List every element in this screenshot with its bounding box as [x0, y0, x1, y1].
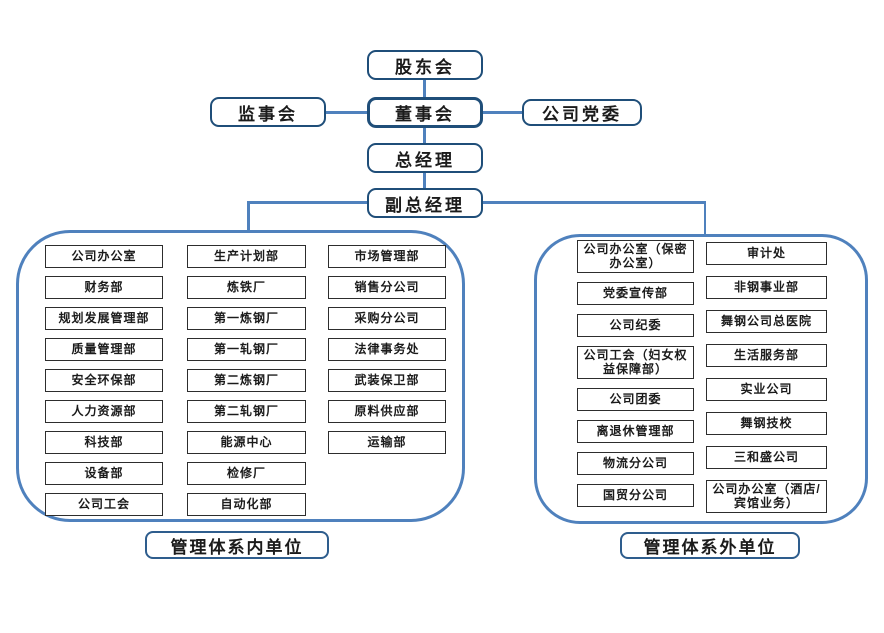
dept-no2-steelmaking-plant: 第二炼钢厂 — [187, 369, 306, 392]
dept-production-planning: 生产计划部 — [187, 245, 306, 268]
dept-international-trade-branch: 国贸分公司 — [577, 483, 694, 507]
dept-discipline-committee: 公司纪委 — [577, 313, 694, 337]
dept-logistics-branch: 物流分公司 — [577, 451, 694, 475]
dept-youth-league: 公司团委 — [577, 387, 694, 411]
dept-company-office-hotel: 公司办公室（酒店/宾馆业务） — [706, 480, 827, 513]
dept-armed-security: 武装保卫部 — [328, 369, 446, 392]
dept-industrial-company: 实业公司 — [706, 378, 827, 401]
left-group-column-1: 公司办公室 财务部 规划发展管理部 质量管理部 安全环保部 人力资源部 科技部 … — [45, 245, 163, 516]
dept-equipment: 设备部 — [45, 462, 163, 485]
dept-procurement-branch: 采购分公司 — [328, 307, 446, 330]
dept-market-management: 市场管理部 — [328, 245, 446, 268]
node-shareholders: 股东会 — [367, 50, 483, 80]
node-supervisory-board: 监事会 — [210, 97, 326, 127]
connector-dgm-leftgroup-h — [247, 201, 367, 204]
connector-board-gm — [423, 128, 426, 143]
dept-finance: 财务部 — [45, 276, 163, 299]
dept-legal-affairs: 法律事务处 — [328, 338, 446, 361]
dept-general-hospital: 舞钢公司总医院 — [706, 310, 827, 333]
left-group-column-3: 市场管理部 销售分公司 采购分公司 法律事务处 武装保卫部 原料供应部 运输部 — [328, 245, 446, 454]
node-board-of-directors: 董事会 — [367, 97, 483, 128]
dept-sanhesheng-company: 三和盛公司 — [706, 446, 827, 469]
node-general-manager: 总经理 — [367, 143, 483, 173]
connector-board-party — [483, 111, 522, 114]
dept-energy-center: 能源中心 — [187, 431, 306, 454]
node-party-committee: 公司党委 — [522, 99, 642, 126]
dept-party-propaganda: 党委宣传部 — [577, 281, 694, 305]
connector-dgm-rightgroup-h — [483, 201, 706, 204]
dept-human-resources: 人力资源部 — [45, 400, 163, 423]
dept-quality-management: 质量管理部 — [45, 338, 163, 361]
dept-no2-rolling-plant: 第二轧钢厂 — [187, 400, 306, 423]
left-group-label: 管理体系内单位 — [145, 531, 329, 559]
dept-technical-school: 舞钢技校 — [706, 412, 827, 435]
dept-ironmaking-plant: 炼铁厂 — [187, 276, 306, 299]
dept-non-steel-business: 非钢事业部 — [706, 276, 827, 299]
dept-science-technology: 科技部 — [45, 431, 163, 454]
connector-dgm-rightgroup-v — [703, 201, 706, 235]
dept-no1-rolling-plant: 第一轧钢厂 — [187, 338, 306, 361]
dept-life-services: 生活服务部 — [706, 344, 827, 367]
dept-company-office: 公司办公室 — [45, 245, 163, 268]
dept-maintenance-plant: 检修厂 — [187, 462, 306, 485]
dept-sales-branch: 销售分公司 — [328, 276, 446, 299]
right-group-column-1: 公司办公室（保密办公室） 党委宣传部 公司纪委 公司工会（妇女权益保障部） 公司… — [577, 240, 694, 507]
connector-shareholders-board — [423, 80, 426, 97]
dept-audit-office: 审计处 — [706, 242, 827, 265]
dept-safety-environment: 安全环保部 — [45, 369, 163, 392]
connector-gm-dgm — [423, 173, 426, 188]
node-deputy-general-manager: 副总经理 — [367, 188, 483, 218]
right-group-label: 管理体系外单位 — [620, 532, 800, 559]
dept-labor-union: 公司工会 — [45, 493, 163, 516]
dept-automation: 自动化部 — [187, 493, 306, 516]
dept-company-office-confidential: 公司办公室（保密办公室） — [577, 240, 694, 273]
dept-no1-steelmaking-plant: 第一炼钢厂 — [187, 307, 306, 330]
right-group-column-2: 审计处 非钢事业部 舞钢公司总医院 生活服务部 实业公司 舞钢技校 三和盛公司 … — [706, 242, 827, 513]
dept-planning-development: 规划发展管理部 — [45, 307, 163, 330]
dept-transportation: 运输部 — [328, 431, 446, 454]
connector-dgm-leftgroup-v — [247, 201, 250, 231]
dept-union-womens-rights: 公司工会（妇女权益保障部） — [577, 345, 694, 379]
dept-raw-material-supply: 原料供应部 — [328, 400, 446, 423]
connector-supervisory-board — [326, 111, 367, 114]
left-group-column-2: 生产计划部 炼铁厂 第一炼钢厂 第一轧钢厂 第二炼钢厂 第二轧钢厂 能源中心 检… — [187, 245, 306, 516]
dept-retiree-management: 离退休管理部 — [577, 419, 694, 443]
